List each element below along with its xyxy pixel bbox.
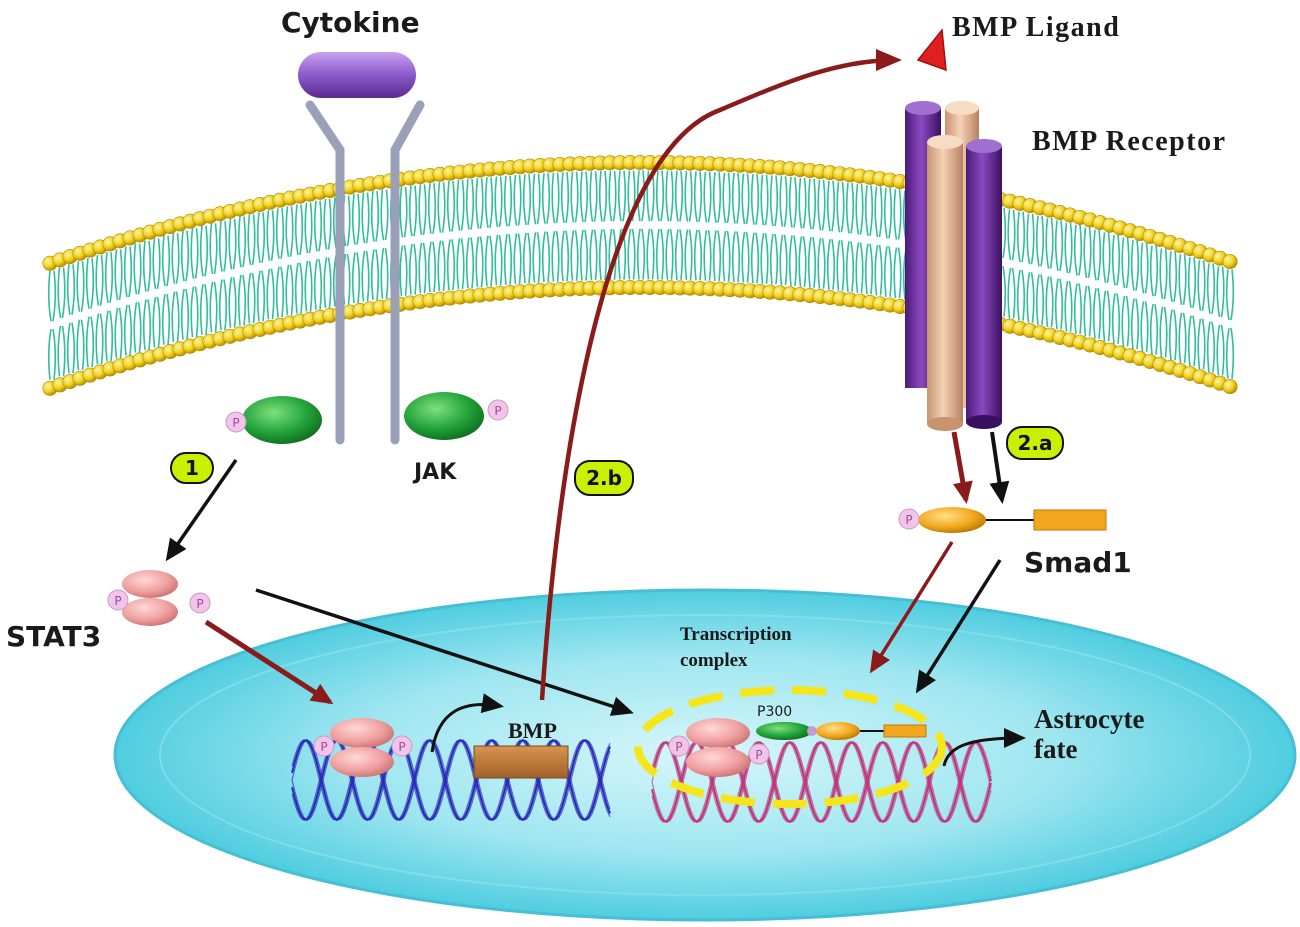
label-smad1: Smad1	[1024, 546, 1132, 579]
stat3-dimer: P P	[107, 570, 211, 626]
bmp-ligand-shape	[916, 28, 947, 72]
arrow-stat3-to-complex	[255, 588, 634, 716]
svg-text:P: P	[320, 740, 327, 754]
bmp-gene-box	[473, 745, 569, 779]
svg-text:P: P	[905, 513, 912, 527]
complex-smad1	[816, 722, 927, 740]
step-2b-badge: 2.b	[574, 460, 634, 496]
label-bmp-gene: BMP	[508, 718, 557, 743]
receptor-purple-right	[966, 139, 1002, 429]
stat3-bound-bmp: P P	[313, 718, 413, 777]
jak-left: P	[225, 396, 322, 444]
cell-membrane	[42, 155, 1238, 396]
smad1-molecule: P	[898, 507, 1107, 533]
arrow-stat3-to-bmp-promoter	[204, 619, 334, 705]
arrow-astrocyte-fate	[942, 728, 1026, 767]
arrow-receptor-to-smad-black	[989, 431, 1010, 504]
label-p300: P300	[757, 704, 793, 720]
svg-text:P: P	[755, 748, 762, 762]
arrow-smad-to-complex-black	[915, 559, 1002, 694]
label-jak: JAK	[414, 460, 457, 485]
label-bmp-ligand: BMP Ligand	[952, 12, 1121, 43]
label-stat3: STAT3	[6, 620, 102, 653]
svg-text:P: P	[494, 404, 501, 418]
receptor-tan-front	[927, 135, 963, 431]
label-transcription-complex-2: complex	[680, 650, 748, 671]
svg-text:P: P	[232, 416, 239, 430]
jak-right: P	[404, 392, 509, 440]
cytokine-receptor	[305, 100, 425, 445]
svg-text:P: P	[196, 597, 203, 611]
arrow-bmp-transcription	[430, 693, 504, 753]
step-2a-badge: 2.a	[1006, 426, 1064, 460]
arrow-jak-to-stat3	[165, 459, 238, 562]
complex-stat3: P P	[668, 718, 770, 777]
svg-text:P: P	[114, 594, 121, 608]
svg-text:P: P	[398, 740, 405, 754]
label-astrocyte-fate-1: Astrocyte	[1034, 704, 1145, 734]
arrow-receptor-to-smad-red	[951, 431, 973, 504]
label-astrocyte-fate-2: fate	[1034, 734, 1078, 764]
arrow-bmp-secretion	[539, 49, 902, 701]
arrow-smad-to-complex-red	[869, 541, 954, 674]
bmp-receptor	[905, 101, 1002, 431]
cytokine-molecule	[298, 52, 416, 98]
transcription-complex-outline	[634, 686, 946, 808]
complex-p300	[756, 722, 817, 740]
svg-text:P: P	[675, 740, 682, 754]
label-bmp-receptor: BMP Receptor	[1032, 126, 1227, 157]
label-cytokine: Cytokine	[281, 6, 420, 39]
label-transcription-complex-1: Transcription	[680, 624, 792, 645]
step-1-badge: 1	[170, 452, 214, 484]
